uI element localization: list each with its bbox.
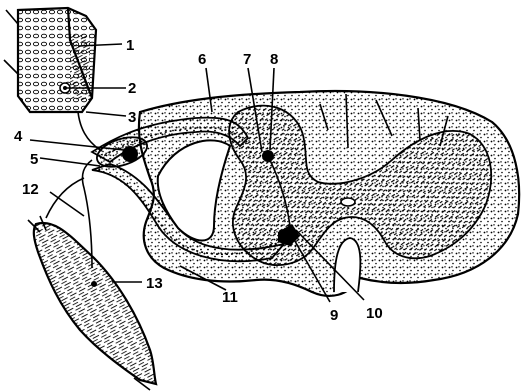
label-7: 7	[243, 51, 251, 68]
label-2: 2	[128, 80, 136, 97]
label-10: 10	[366, 305, 383, 322]
central-canal	[341, 198, 355, 206]
skin-block	[4, 8, 96, 112]
label-1: 1	[126, 37, 134, 54]
sensory-neuron-body	[122, 146, 138, 162]
label-8: 8	[270, 51, 278, 68]
label-5: 5	[30, 151, 38, 168]
afferent-nerve-from-skin	[78, 112, 100, 150]
motor-end-plate	[91, 281, 97, 287]
label-13: 13	[146, 275, 163, 292]
label-9: 9	[330, 307, 338, 324]
label-12: 12	[22, 181, 39, 198]
label-6: 6	[198, 51, 206, 68]
label-11: 11	[222, 289, 238, 306]
label-3: 3	[128, 109, 136, 126]
label-4: 4	[14, 128, 23, 145]
